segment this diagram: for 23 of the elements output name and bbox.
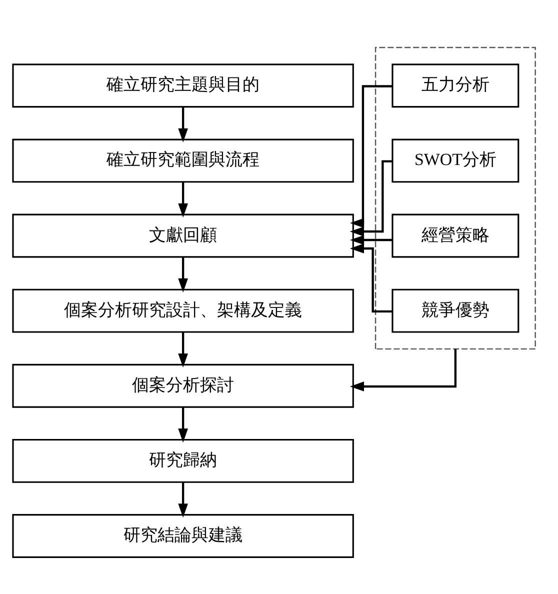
arrow <box>178 106 188 142</box>
node-box: 經營策略 <box>392 213 520 258</box>
arrow <box>178 332 188 368</box>
arrow <box>350 243 392 312</box>
node-box: SWOT分析 <box>392 138 520 182</box>
arrow <box>178 482 188 518</box>
node-box: 研究歸納 <box>12 438 354 482</box>
arrow <box>178 406 188 442</box>
node-box: 五力分析 <box>392 63 520 108</box>
node-box: 個案分析探討 <box>12 363 354 408</box>
node-box: 文獻回顧 <box>12 213 354 258</box>
arrow <box>350 348 457 391</box>
arrow <box>178 182 188 217</box>
node-box: 確立研究主題與目的 <box>12 63 354 108</box>
arrow <box>350 84 392 228</box>
arrow <box>178 256 188 292</box>
arrow <box>350 160 392 236</box>
node-box: 確立研究範圍與流程 <box>12 138 354 182</box>
node-box: 個案分析研究設計、架構及定義 <box>12 288 354 332</box>
node-box: 研究結論與建議 <box>12 514 354 558</box>
cluster <box>374 46 536 350</box>
node-box: 競爭優勢 <box>392 288 520 332</box>
arrow <box>350 234 392 244</box>
